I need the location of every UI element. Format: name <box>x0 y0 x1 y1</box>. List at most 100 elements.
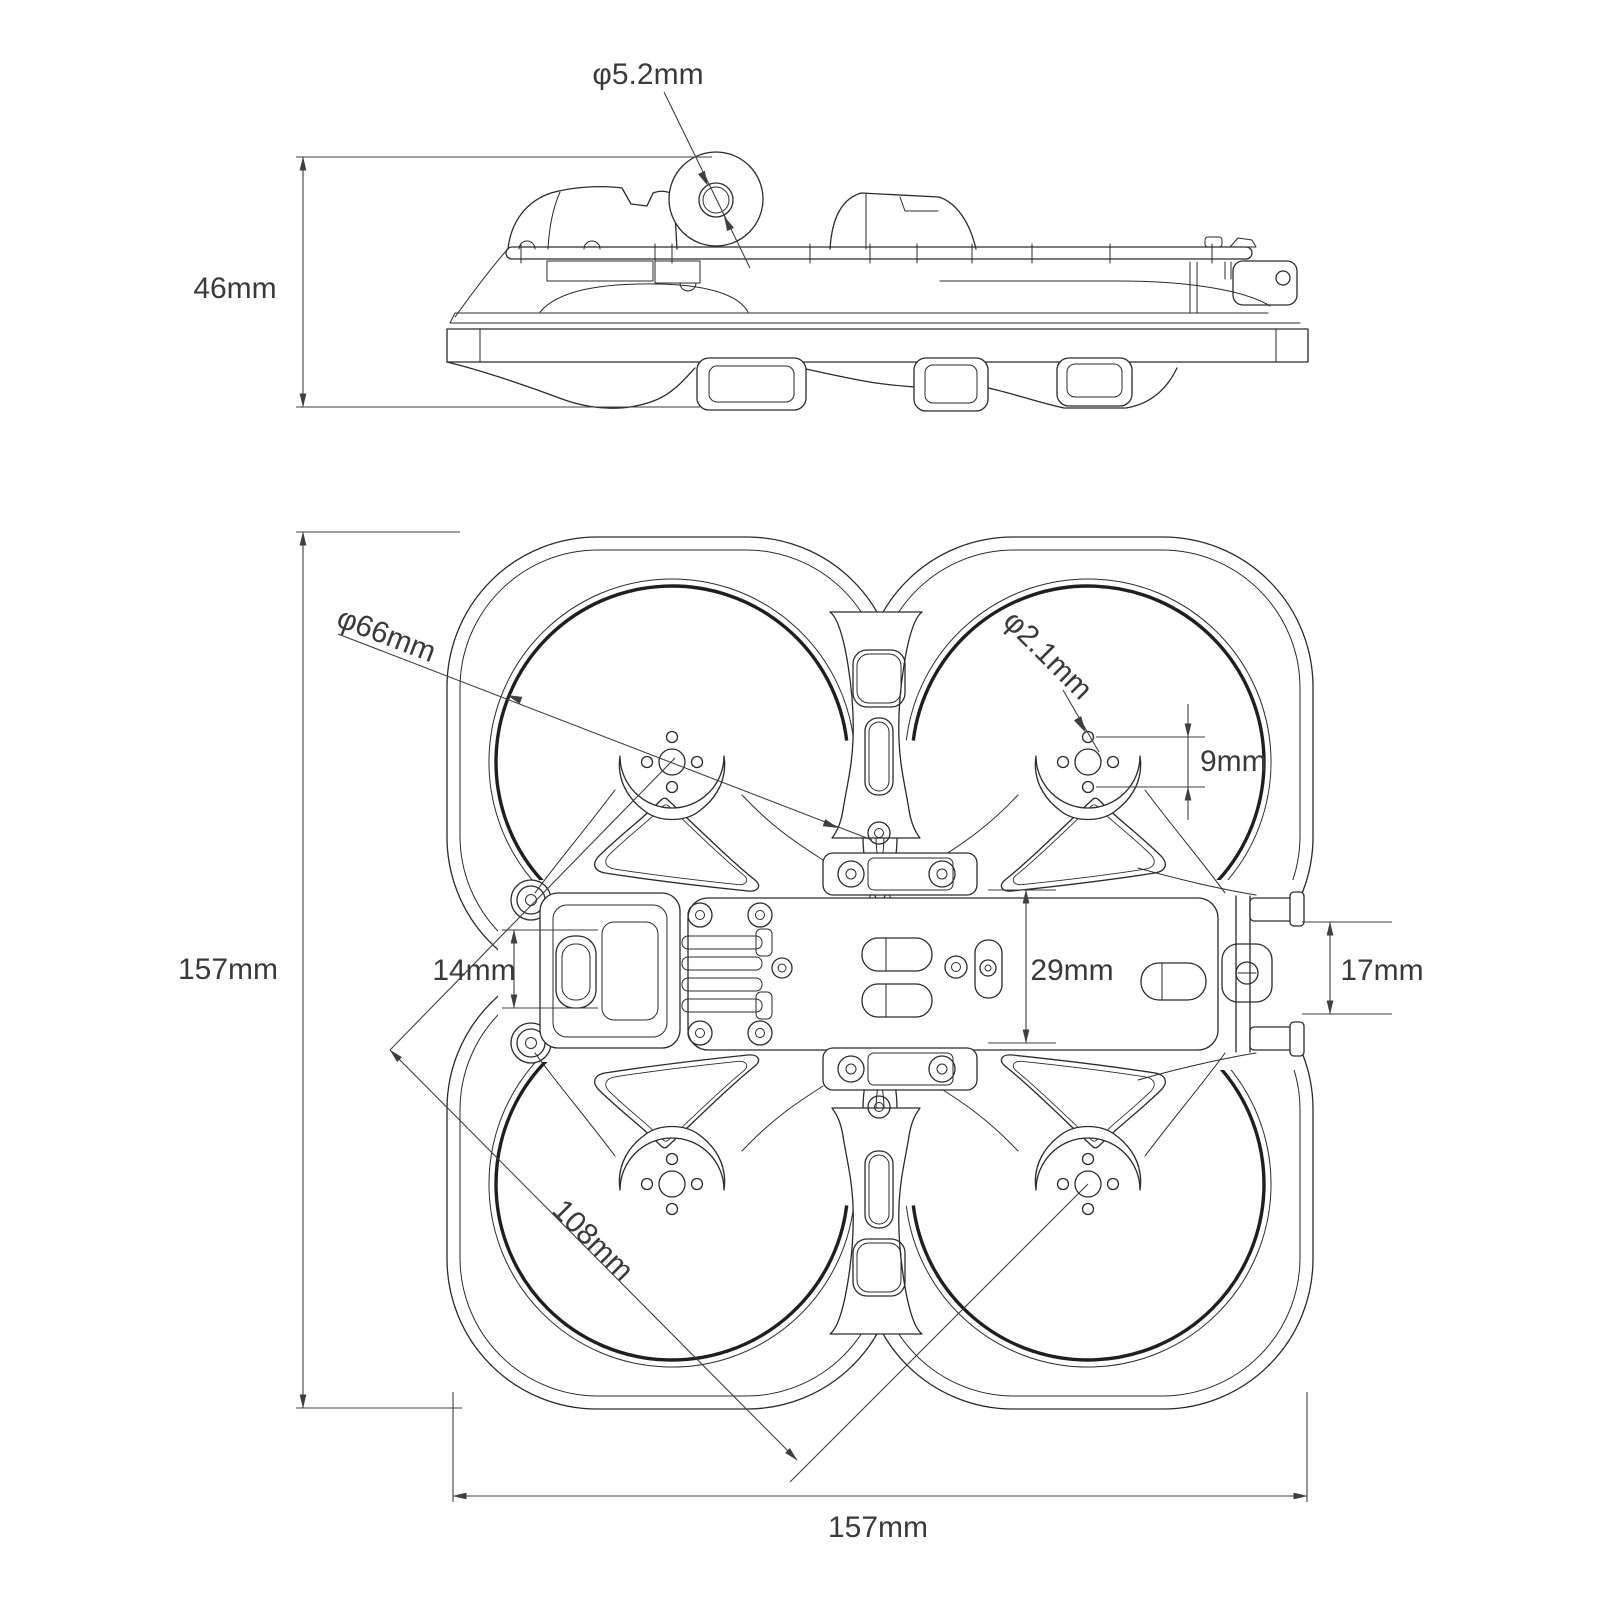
bridge-bottom <box>822 1047 978 1091</box>
main-plate <box>687 897 1219 1051</box>
camera-cage-block <box>601 921 659 1021</box>
rear-pocket <box>1221 943 1273 1003</box>
dim-phi21-arrow <box>1073 716 1086 733</box>
strut-top-slot-2 <box>864 717 894 796</box>
bridge-bottom-inner <box>867 1052 954 1086</box>
side-rail-nub <box>1204 236 1223 248</box>
side-view-frame <box>446 151 1309 412</box>
side-antenna-hole <box>1275 270 1291 286</box>
motor-mount-bottom-right <box>1034 1125 1142 1191</box>
plate-screws <box>687 902 997 1046</box>
dim-label-phi52: φ5.2mm <box>592 58 703 91</box>
dim-29mm-extensions <box>988 889 1056 1044</box>
side-foot-center <box>696 357 807 411</box>
side-mid-pod <box>829 192 977 250</box>
side-canopy-belly <box>539 283 749 313</box>
dim-duct-diameter: φ66mm <box>332 601 873 841</box>
plate-rear-slot <box>1140 962 1207 1001</box>
side-top-rail <box>505 246 1253 260</box>
strut-top-slot-1-inner <box>856 653 902 704</box>
dim-phi66-arrow-1 <box>507 695 523 704</box>
camera-body-inner <box>552 904 668 1038</box>
bridge-top-screw <box>867 821 891 845</box>
bridge-top-inner <box>867 857 954 891</box>
side-foot-center-inner <box>708 365 795 403</box>
rear-tab-bottom <box>1249 1026 1297 1051</box>
dim-camera-width: 14mm <box>432 929 598 1009</box>
side-rail-wedge <box>1229 237 1257 248</box>
side-rail-ticks <box>520 243 1213 264</box>
camera-mount <box>510 879 773 1064</box>
dim-label-46mm: 46mm <box>193 272 276 305</box>
motor-mount-holes-bottom-left <box>640 1152 704 1216</box>
side-bottom-wave-2 <box>805 368 915 388</box>
motor-mount-top-right <box>1034 755 1142 821</box>
side-camera-hole-outer <box>698 182 734 218</box>
dim-108mm-extensions <box>389 757 1089 1483</box>
dim-motor-hole-diameter: φ2.1mm <box>997 604 1100 753</box>
rear-prong-top <box>1289 891 1305 927</box>
side-canopy-tabs <box>518 240 601 250</box>
dim-14mm-extensions <box>502 929 598 1009</box>
side-canopy-pod <box>507 185 678 250</box>
rear-screw <box>1235 961 1259 985</box>
dim-phi52-arrow-top <box>698 170 708 186</box>
cutout-top-left <box>594 797 760 892</box>
camera-lens-inner <box>561 943 591 1001</box>
dim-phi52-leader <box>663 91 751 269</box>
dim-phi66-arrow-2 <box>822 819 838 828</box>
side-stack-box-2 <box>654 260 701 284</box>
strut-top-slot-2-inner <box>868 721 890 792</box>
camera-tilt-rails <box>681 928 773 1020</box>
center-plate <box>687 897 1219 1051</box>
dim-frame-width: 157mm <box>452 1392 1308 1544</box>
dim-side-height: 46mm <box>193 156 712 408</box>
rear-mount <box>1137 867 1305 1081</box>
dim-46mm-extension-lines <box>296 156 712 408</box>
side-foot-right-2 <box>1056 357 1133 407</box>
dim-label-9mm: 9mm <box>1200 745 1267 778</box>
dim-label-phi66: φ66mm <box>332 601 440 669</box>
plate-slot-lower <box>861 983 933 1018</box>
side-stack-bump <box>679 282 697 292</box>
dim-rear-width: 17mm <box>1302 921 1424 1015</box>
dim-label-157-bottom: 157mm <box>828 1511 928 1544</box>
rear-wing-curves <box>1137 867 1257 1081</box>
plate-slot-upper <box>861 937 933 972</box>
motor-mount-holes-bottom-right <box>1056 1152 1120 1216</box>
strut-bottom-slot-1 <box>864 1150 894 1229</box>
side-mid-pod-details <box>865 192 939 250</box>
side-bottom-wave-3 <box>987 367 1178 409</box>
dim-label-29mm: 29mm <box>1030 954 1113 987</box>
bridge-top <box>822 852 978 896</box>
motor-mount-holes-top-right <box>1056 730 1120 794</box>
side-canopy-windshield-line <box>547 191 561 250</box>
side-antenna-mount <box>1232 260 1298 306</box>
dim-17mm-extensions <box>1302 921 1392 1015</box>
side-duct-band-ticks <box>479 328 1277 363</box>
motor-mount-top-left <box>618 755 726 821</box>
dim-frame-height: 157mm <box>178 531 462 1409</box>
strut-top-slot-1 <box>852 649 906 708</box>
dim-phi52-arrow-bottom <box>724 216 734 232</box>
dim-motor-hole-spacing: 9mm <box>1096 704 1267 820</box>
side-foot-right-1-inner <box>924 364 978 404</box>
rear-tab-top <box>1249 897 1297 922</box>
stack-bridges <box>822 821 978 1119</box>
cutout-bottom-right <box>1000 1054 1166 1149</box>
camera-body <box>539 892 681 1049</box>
top-view: 157mm 157mm φ66mm φ2.1mm 9mm <box>178 531 1424 1544</box>
dim-label-14mm: 14mm <box>432 954 515 987</box>
center-struts <box>829 611 923 1335</box>
side-left-wing <box>454 249 508 318</box>
side-body-curve <box>939 280 1271 307</box>
dim-108mm-line <box>389 1049 798 1461</box>
dim-camera-hole: φ5.2mm <box>592 58 751 269</box>
dim-stack-spacing: 29mm <box>988 889 1114 1044</box>
strut-bottom-slot-2-inner <box>856 1242 902 1293</box>
dim-label-157-left: 157mm <box>178 953 278 986</box>
side-foot-right-1 <box>913 357 989 412</box>
dim-phi66-leader <box>337 633 873 841</box>
side-camera-hole-inner <box>702 186 730 214</box>
